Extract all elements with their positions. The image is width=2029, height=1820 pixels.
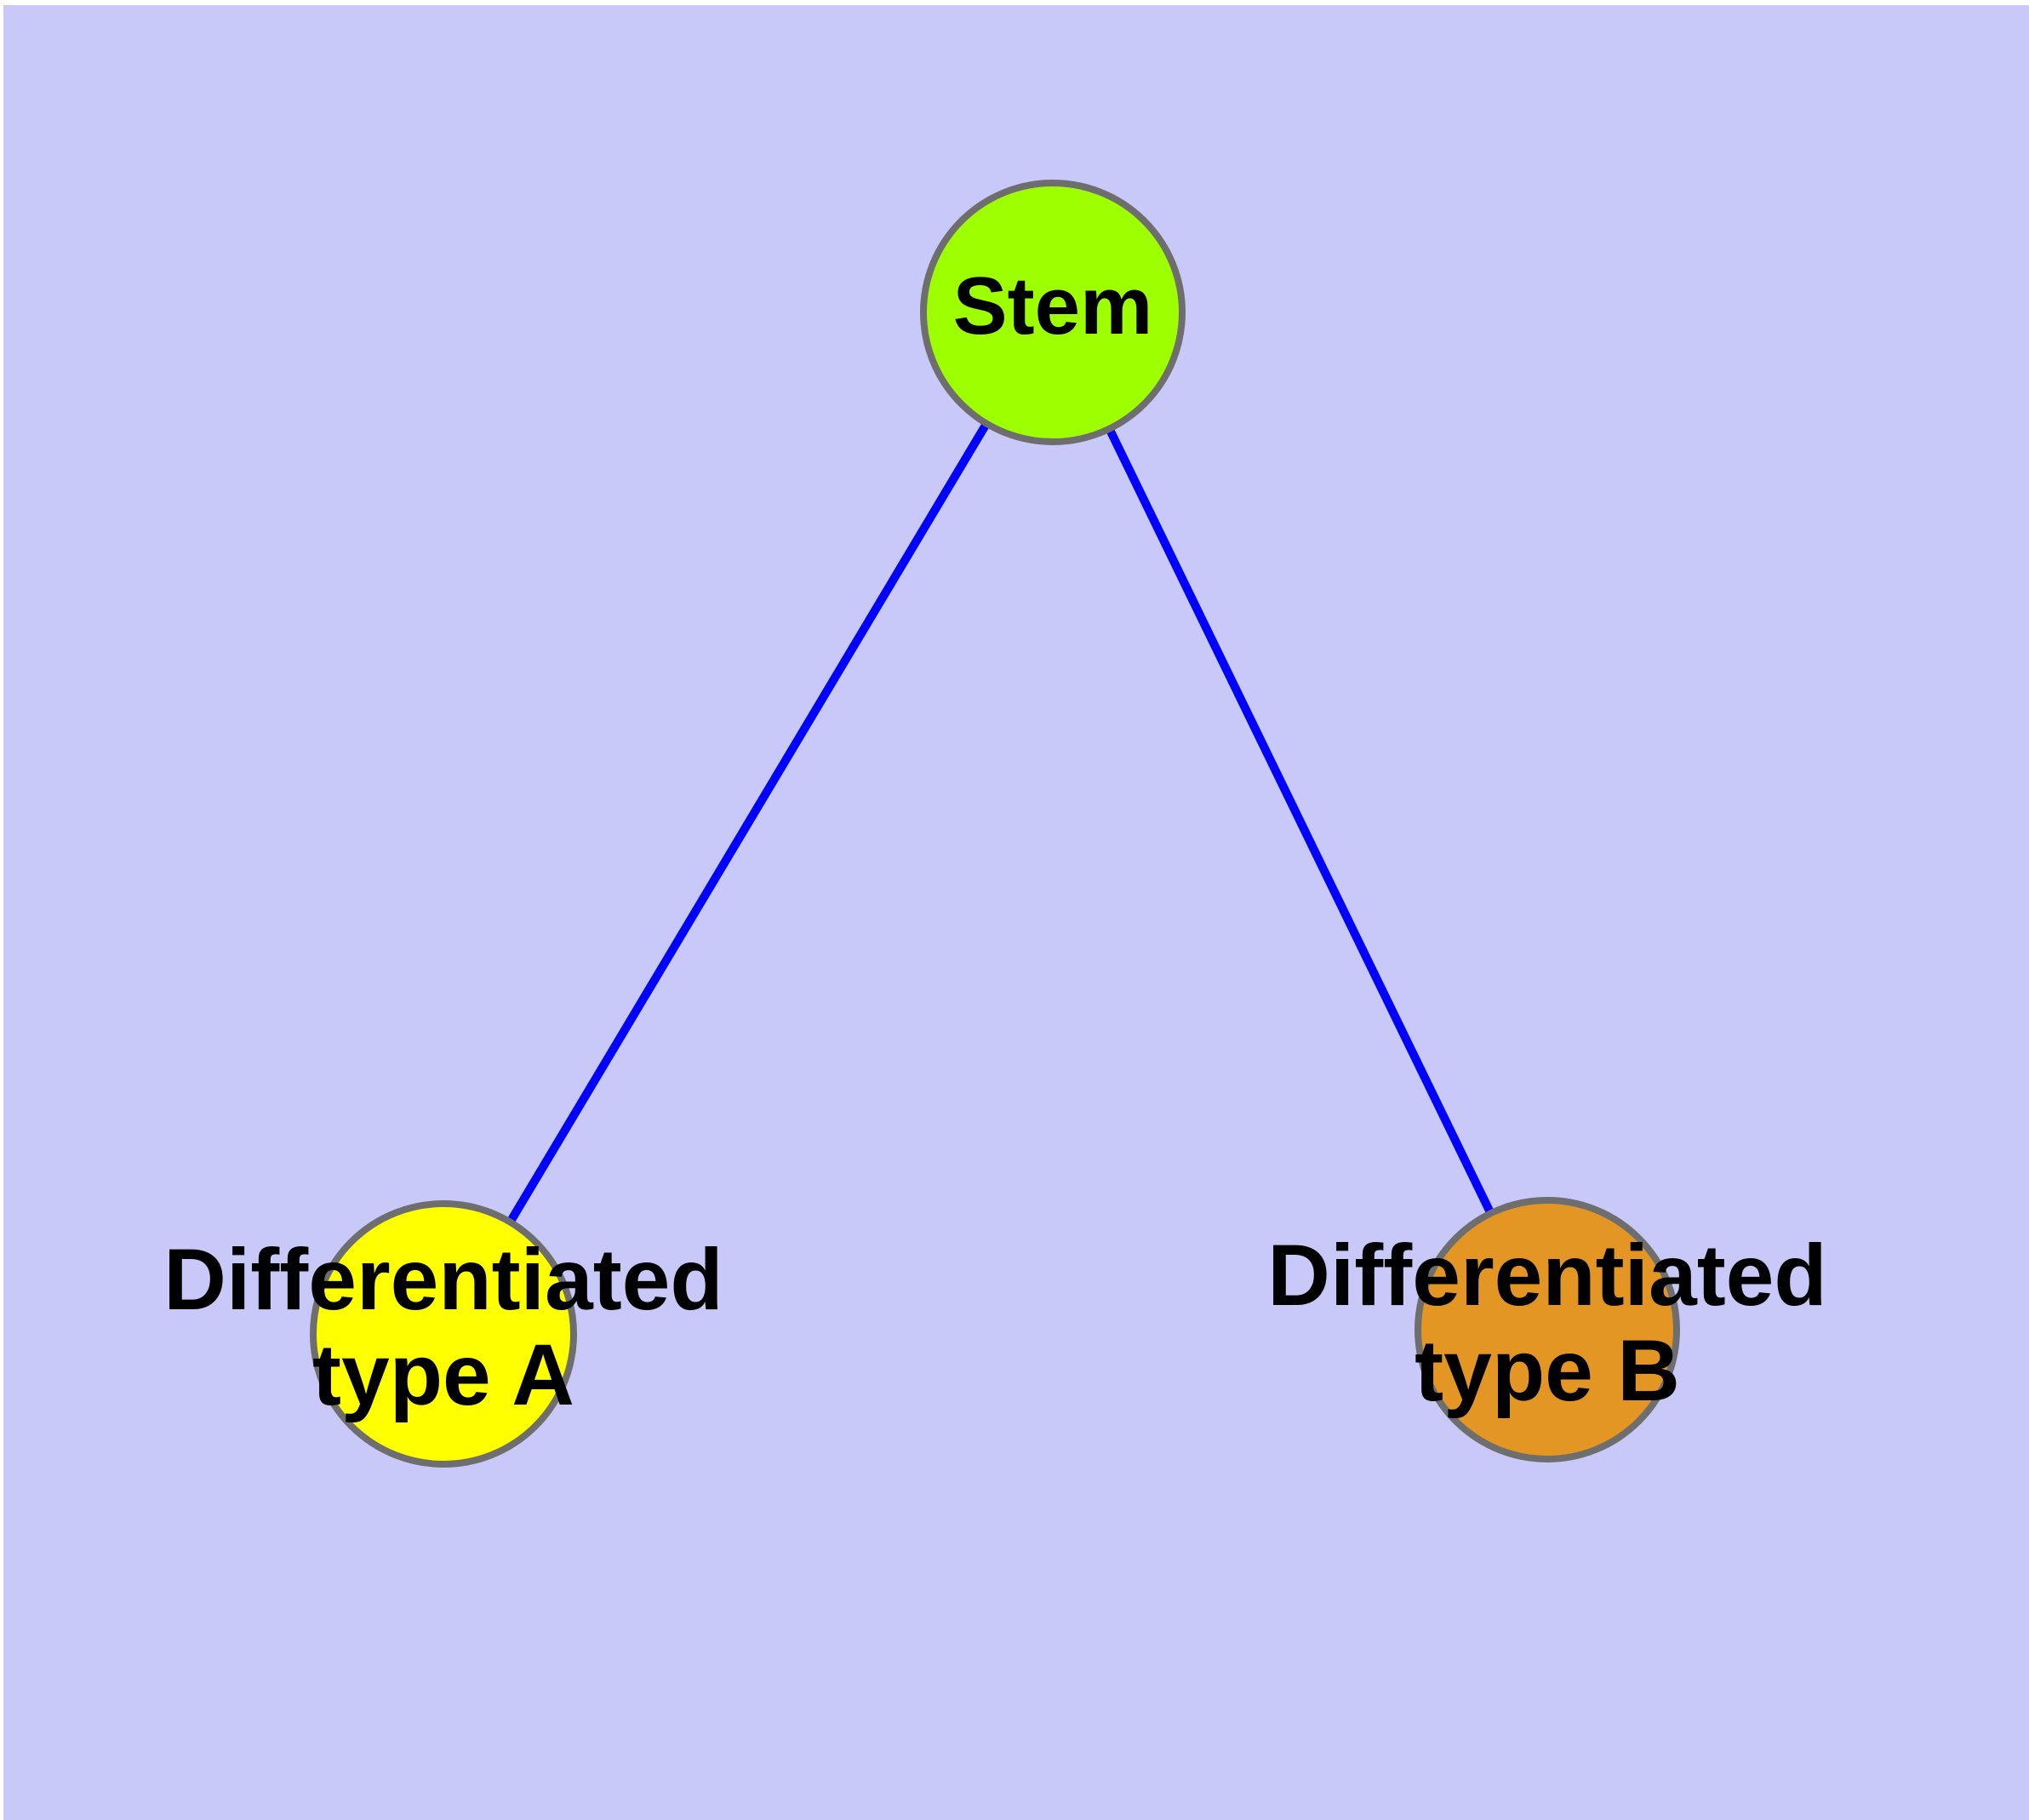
node-diff_b[interactable] bbox=[1415, 1197, 1680, 1462]
node-label-line: type B bbox=[1415, 1322, 1680, 1419]
node-label-stem: Stem bbox=[953, 260, 1153, 352]
edge-stem-a[interactable] bbox=[506, 420, 992, 1226]
node-label-line: Stem bbox=[953, 260, 1153, 352]
node-label-line: Differentiated bbox=[163, 1231, 723, 1328]
edges-layer bbox=[506, 420, 1495, 1226]
node-label-line: Differentiated bbox=[1267, 1227, 1826, 1324]
node-label-line: type A bbox=[312, 1326, 574, 1423]
nodes-layer bbox=[310, 180, 1680, 1468]
node-stem[interactable] bbox=[920, 180, 1186, 445]
edge-stem-b[interactable] bbox=[1105, 425, 1495, 1217]
node-diff_a[interactable] bbox=[310, 1200, 577, 1468]
